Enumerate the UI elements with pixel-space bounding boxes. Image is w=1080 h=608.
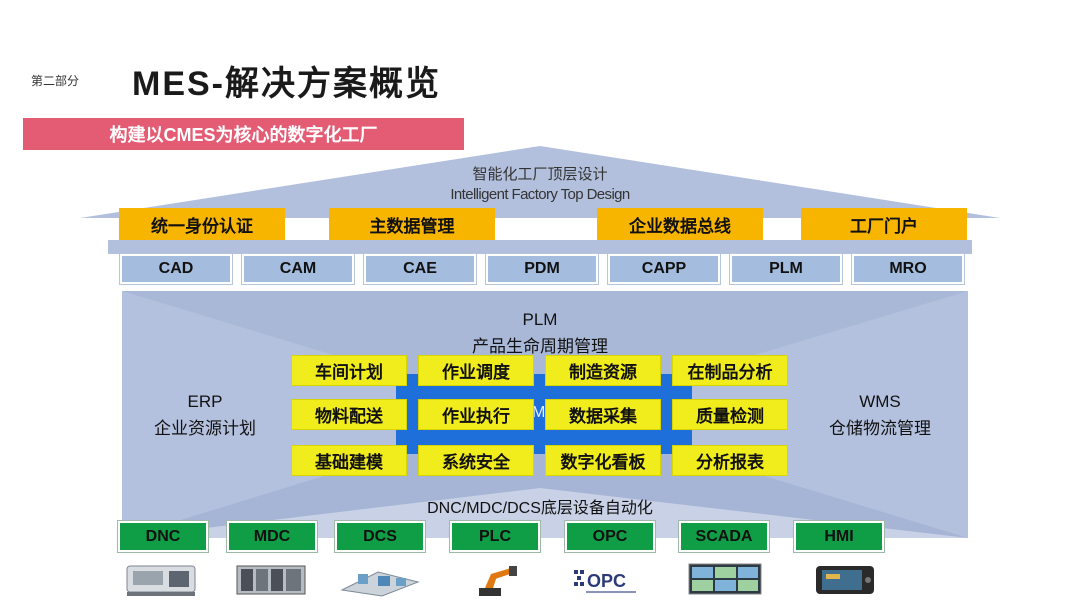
mes-module-wip-analysis: 在制品分析 <box>672 355 788 386</box>
top-band <box>108 240 972 254</box>
mes-module-execution: 作业执行 <box>418 399 534 430</box>
cnc-machine-icon <box>126 565 196 596</box>
plc-rack-icon <box>236 565 306 595</box>
mes-module-workshop-plan: 车间计划 <box>291 355 407 386</box>
plm-system-cam: CAM <box>242 254 354 284</box>
top-module-master-data: 主数据管理 <box>329 208 495 240</box>
plm-center-subtitle: 产品生命周期管理 <box>472 337 608 356</box>
roof-title-cn: 智能化工厂顶层设计 <box>472 166 608 183</box>
mes-module-reports: 分析报表 <box>672 445 788 476</box>
top-module-data-bus: 企业数据总线 <box>597 208 763 240</box>
device-system-mdc: MDC <box>227 521 317 552</box>
wms-subtitle: 仓储物流管理 <box>829 419 931 438</box>
roof-title-en: Intelligent Factory Top Design <box>450 186 630 203</box>
hmi-panel-icon <box>816 566 874 594</box>
device-system-dcs: DCS <box>335 521 425 552</box>
plm-system-cad: CAD <box>120 254 232 284</box>
right-wing-light <box>692 291 968 538</box>
scada-monitor-icon <box>688 563 762 595</box>
section-label: 第二部分 <box>31 74 80 88</box>
device-system-hmi: HMI <box>794 521 884 552</box>
opc-logo-icon: OPC <box>574 570 636 593</box>
device-system-scada: SCADA <box>679 521 769 552</box>
erp-subtitle: 企业资源计划 <box>154 419 256 438</box>
erp-title: ERP <box>187 392 223 411</box>
mes-module-security: 系统安全 <box>418 445 534 476</box>
plm-system-capp: CAPP <box>608 254 720 284</box>
opc-logo-text: OPC <box>587 571 626 591</box>
mes-module-modeling: 基础建模 <box>291 445 407 476</box>
mes-module-quality: 质量检测 <box>672 399 788 430</box>
subtitle-banner: 构建以CMES为核心的数字化工厂 <box>23 118 464 150</box>
device-system-dnc: DNC <box>118 521 208 552</box>
plm-system-cae: CAE <box>364 254 476 284</box>
plm-center-title: PLM <box>522 310 558 329</box>
plm-system-plm: PLM <box>730 254 842 284</box>
top-module-portal: 工厂门户 <box>801 208 967 240</box>
plm-system-mro: MRO <box>852 254 964 284</box>
robot-arm-icon <box>479 566 517 596</box>
mes-module-dashboard: 数字化看板 <box>545 445 661 476</box>
mes-module-material-delivery: 物料配送 <box>291 399 407 430</box>
page-title: MES-解决方案概览 <box>132 65 441 103</box>
wms-title: WMS <box>859 392 901 411</box>
mes-module-dispatch: 作业调度 <box>418 355 534 386</box>
mes-module-resources: 制造资源 <box>545 355 661 386</box>
production-line-icon <box>340 571 420 597</box>
roof-shape <box>80 146 1000 218</box>
left-wing-light <box>122 291 396 538</box>
device-system-plc: PLC <box>450 521 540 552</box>
plm-system-pdm: PDM <box>486 254 598 284</box>
top-module-identity: 统一身份认证 <box>119 208 285 240</box>
automation-label: DNC/MDC/DCS底层设备自动化 <box>427 500 653 517</box>
mes-module-data-collection: 数据采集 <box>545 399 661 430</box>
device-system-opc: OPC <box>565 521 655 552</box>
